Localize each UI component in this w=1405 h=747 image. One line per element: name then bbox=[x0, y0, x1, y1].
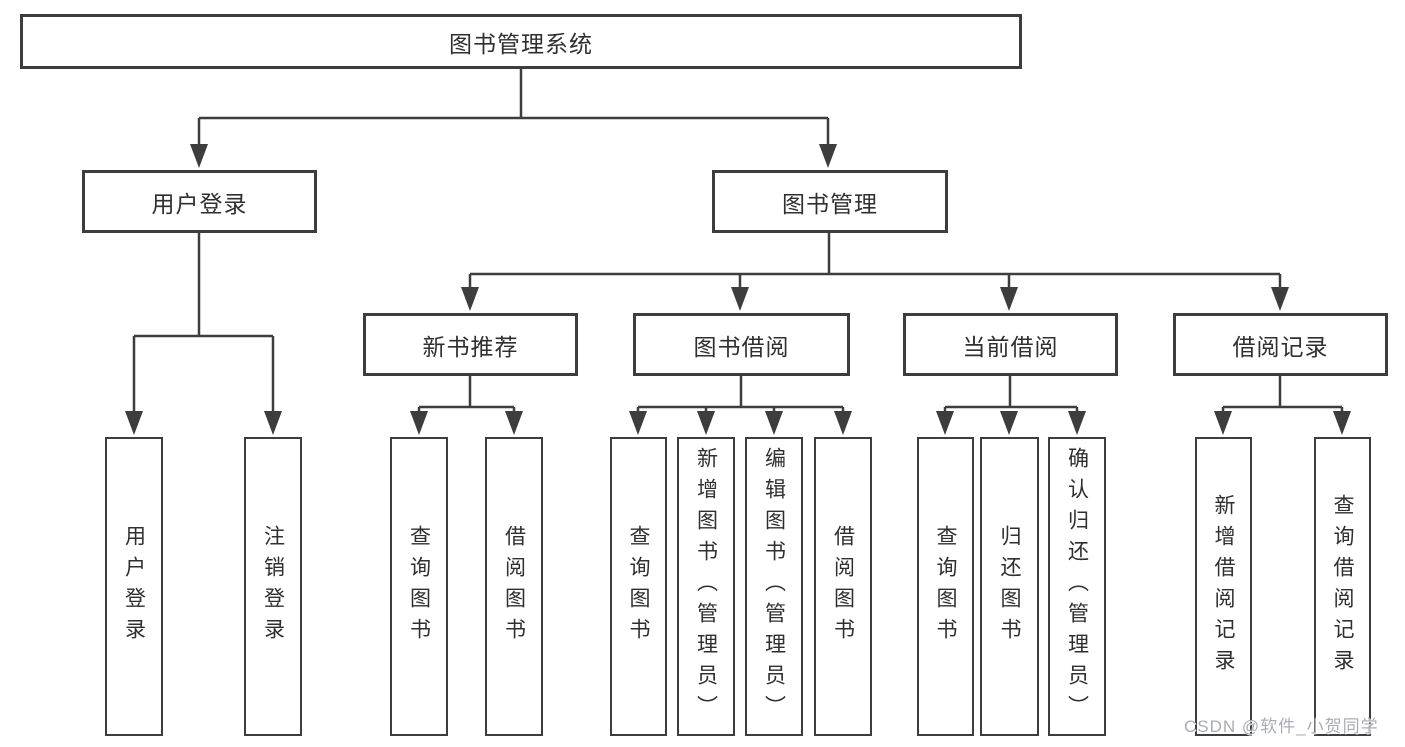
connector-current-borrowing-branch bbox=[943, 376, 1079, 416]
leaf-label: 新增图书（管理员） bbox=[694, 447, 718, 726]
leaf-label: 查询图书 bbox=[934, 524, 958, 649]
leaf-borrow-books-recommend: 借阅图书 bbox=[485, 437, 543, 736]
csdn-watermark: CSDN @软件_小贺同学 bbox=[1184, 717, 1379, 736]
leaf-add-borrow-record: 新增借阅记录 bbox=[1195, 437, 1252, 736]
connector-book-management-branch bbox=[468, 232, 1282, 295]
node-label: 用户登录 bbox=[151, 190, 248, 217]
node-book-management: 图书管理 bbox=[712, 170, 948, 233]
leaf-query-books-borrowing: 查询图书 bbox=[610, 437, 667, 736]
node-book-borrowing: 图书借阅 bbox=[633, 313, 850, 376]
node-label: 新书推荐 bbox=[422, 333, 519, 360]
leaf-label: 用户登录 bbox=[122, 524, 146, 649]
leaf-label: 新增借阅记录 bbox=[1212, 493, 1236, 680]
leaf-logout: 注销登录 bbox=[244, 437, 302, 736]
connector-root-to-level1 bbox=[197, 69, 830, 150]
leaf-label: 借阅图书 bbox=[502, 524, 526, 649]
connector-new-book-branch bbox=[417, 376, 516, 416]
connector-book-borrowing-branch bbox=[636, 376, 845, 416]
leaf-return-books: 归还图书 bbox=[980, 437, 1039, 736]
leaf-user-login: 用户登录 bbox=[105, 437, 163, 736]
node-borrowing-records: 借阅记录 bbox=[1173, 313, 1388, 376]
leaf-label: 查询图书 bbox=[627, 524, 651, 649]
node-user-login: 用户登录 bbox=[82, 170, 317, 233]
leaf-label: 编辑图书（管理员） bbox=[762, 447, 786, 726]
connector-borrowing-records-branch bbox=[1221, 376, 1344, 416]
node-library-management-system: 图书管理系统 bbox=[20, 14, 1022, 69]
node-label: 当前借阅 bbox=[962, 333, 1059, 360]
leaf-confirm-return-admin: 确认归还（管理员） bbox=[1048, 437, 1106, 736]
node-label: 图书管理系统 bbox=[449, 30, 593, 57]
leaf-label: 查询图书 bbox=[407, 524, 431, 649]
node-label: 图书借阅 bbox=[693, 333, 790, 360]
node-label: 图书管理 bbox=[782, 190, 878, 217]
node-current-borrowing: 当前借阅 bbox=[903, 313, 1118, 376]
leaf-label: 归还图书 bbox=[998, 524, 1022, 649]
leaf-query-books-recommend: 查询图书 bbox=[390, 437, 448, 736]
leaf-borrow-books-borrowing: 借阅图书 bbox=[814, 437, 872, 736]
arrowheads bbox=[125, 144, 1351, 435]
node-label: 借阅记录 bbox=[1232, 333, 1329, 360]
leaf-query-borrow-record: 查询借阅记录 bbox=[1314, 437, 1371, 736]
leaf-label: 确认归还（管理员） bbox=[1065, 447, 1089, 726]
leaf-label: 查询借阅记录 bbox=[1331, 493, 1355, 680]
leaf-add-books-admin: 新增图书（管理员） bbox=[677, 437, 735, 736]
leaf-query-books-current: 查询图书 bbox=[917, 437, 974, 736]
connector-user-login-branch bbox=[132, 232, 275, 418]
leaf-label: 借阅图书 bbox=[831, 524, 855, 649]
node-new-book-recommendation: 新书推荐 bbox=[363, 313, 578, 376]
leaf-edit-books-admin: 编辑图书（管理员） bbox=[745, 437, 803, 736]
leaf-label: 注销登录 bbox=[261, 524, 285, 649]
